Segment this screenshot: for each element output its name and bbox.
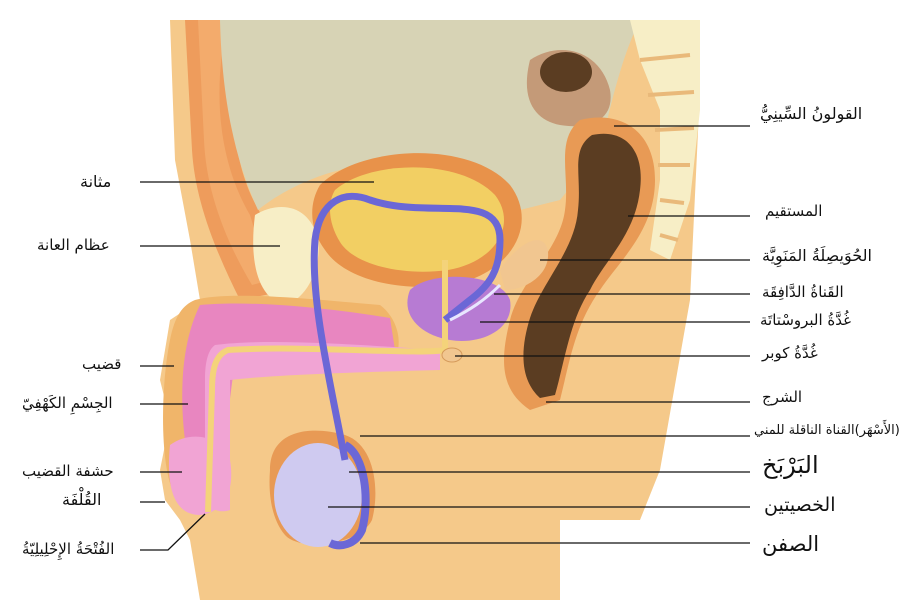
pubic-bone	[253, 207, 319, 305]
label-testicles: الخصيتين	[764, 494, 836, 516]
label-vas-deferens: (الأَسْهَر)القناة الناقلة للمني	[754, 423, 900, 438]
sacrum	[630, 20, 700, 260]
label-bladder: مثانة	[80, 172, 112, 191]
bladder	[329, 167, 505, 272]
seminal-vesicle	[500, 240, 549, 290]
label-seminal-vesicle: الحُوَيصِلَةُ المَنَوِيَّة	[762, 246, 872, 265]
label-sigmoid-colon: القولونُ السِّينِيُّ	[760, 104, 863, 123]
label-scrotum: الصفن	[762, 532, 820, 556]
epididymis	[328, 441, 370, 550]
corpus-spongiosum	[205, 342, 440, 512]
label-rectum: المستقيم	[765, 202, 823, 220]
label-urethral-opening: الفُتْحَةُ الإِحْلِيلِيّةُ	[22, 540, 115, 558]
label-ejaculatory-duct: القَناةُ الدَّافِقَة	[762, 283, 844, 301]
rectum-lumen	[523, 133, 641, 399]
cowper-gland	[441, 347, 463, 363]
label-cowper-gland: غُدَّةُ كوبر	[762, 344, 818, 362]
label-pubic-bone: عظام العانة	[37, 236, 110, 254]
vas-deferens	[310, 192, 504, 461]
corpus-cavernosum	[182, 303, 395, 462]
leader-urethral-opening	[140, 513, 206, 551]
label-anus: الشرج	[762, 388, 803, 406]
glans	[168, 436, 232, 515]
label-corpus-cavernosum: الجِسْمِ الكَهْفِيّ	[22, 394, 113, 412]
label-glans: حشفة القضيب	[22, 462, 114, 480]
testis	[274, 443, 362, 547]
abdominal-wall-inner	[198, 20, 270, 285]
urethra	[205, 260, 448, 513]
sigmoid-lumen	[540, 52, 592, 92]
leader-lines	[140, 125, 750, 551]
ejaculatory-duct	[449, 283, 502, 322]
label-penis: قضيب	[82, 355, 122, 373]
label-foreskin: القُلْفَة	[62, 490, 102, 509]
label-epididymis: البَرْبَخ	[762, 451, 819, 479]
label-prostate: غُدَّةُ البروسْتاتَة	[760, 311, 852, 329]
sacrum-segments	[639, 53, 695, 242]
